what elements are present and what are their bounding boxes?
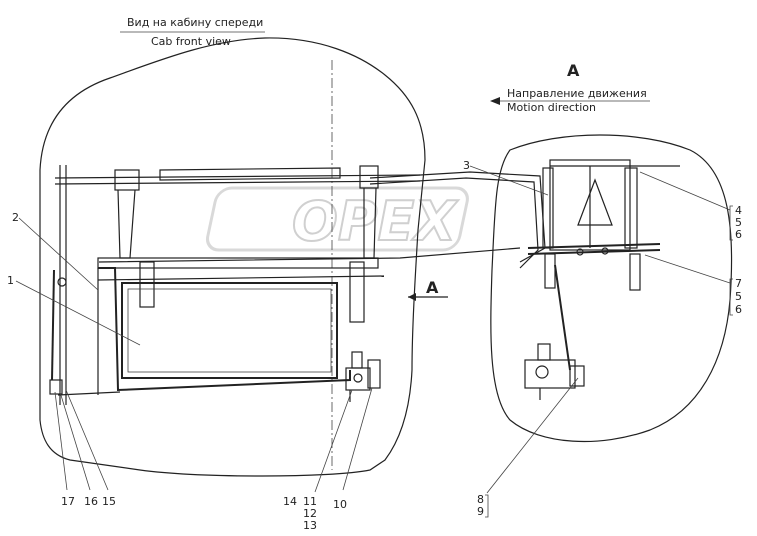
- callout-8: 8: [477, 493, 484, 506]
- callout-5a: 5: [735, 216, 742, 229]
- callout-3: 3: [463, 159, 470, 172]
- view-a-bracket: [527, 159, 680, 291]
- callout-7: 7: [735, 277, 742, 290]
- callout-5b: 5: [735, 290, 742, 303]
- valve-assembly-left: [345, 351, 381, 402]
- callout-9: 9: [477, 505, 484, 518]
- section-arrow-a-label: A: [426, 278, 439, 297]
- callout-6a: 6: [735, 228, 742, 241]
- heater-panel: [57, 267, 351, 396]
- header: Вид на кабину спереди Cab front view: [120, 16, 265, 48]
- callout-16: 16: [84, 495, 98, 508]
- callout-4: 4: [735, 204, 742, 217]
- direction-ru: Направление движения: [507, 87, 647, 100]
- view-a-outline: [490, 134, 733, 443]
- callouts: 1 2 3 4 5 6 7 5 6 8 9 10 11 12 13 14 15 …: [7, 159, 742, 532]
- callout-17: 17: [61, 495, 75, 508]
- callout-6b: 6: [735, 303, 742, 316]
- callout-10: 10: [333, 498, 347, 511]
- callout-11: 11: [303, 495, 317, 508]
- callout-15: 15: [102, 495, 116, 508]
- view-a-valve: [524, 264, 585, 400]
- section-arrow-a: A: [408, 278, 448, 301]
- left-side-seal: [49, 269, 67, 395]
- title-en: Cab front view: [151, 35, 231, 48]
- watermark-logo: OPEX: [205, 186, 469, 254]
- cab-outline: [39, 37, 426, 477]
- callout-13: 13: [303, 519, 317, 532]
- callout-1: 1: [7, 274, 14, 287]
- view-a-letter: A: [567, 61, 580, 80]
- callout-12: 12: [303, 507, 317, 520]
- title-ru: Вид на кабину спереди: [127, 16, 263, 29]
- leader-lines: [15, 165, 731, 494]
- callout-2: 2: [12, 211, 19, 224]
- view-a-header: A Направление движения Motion direction: [490, 61, 650, 114]
- callout-brackets: [485, 205, 733, 518]
- pipe-route: [98, 171, 546, 269]
- callout-14: 14: [283, 495, 297, 508]
- direction-en: Motion direction: [507, 101, 596, 114]
